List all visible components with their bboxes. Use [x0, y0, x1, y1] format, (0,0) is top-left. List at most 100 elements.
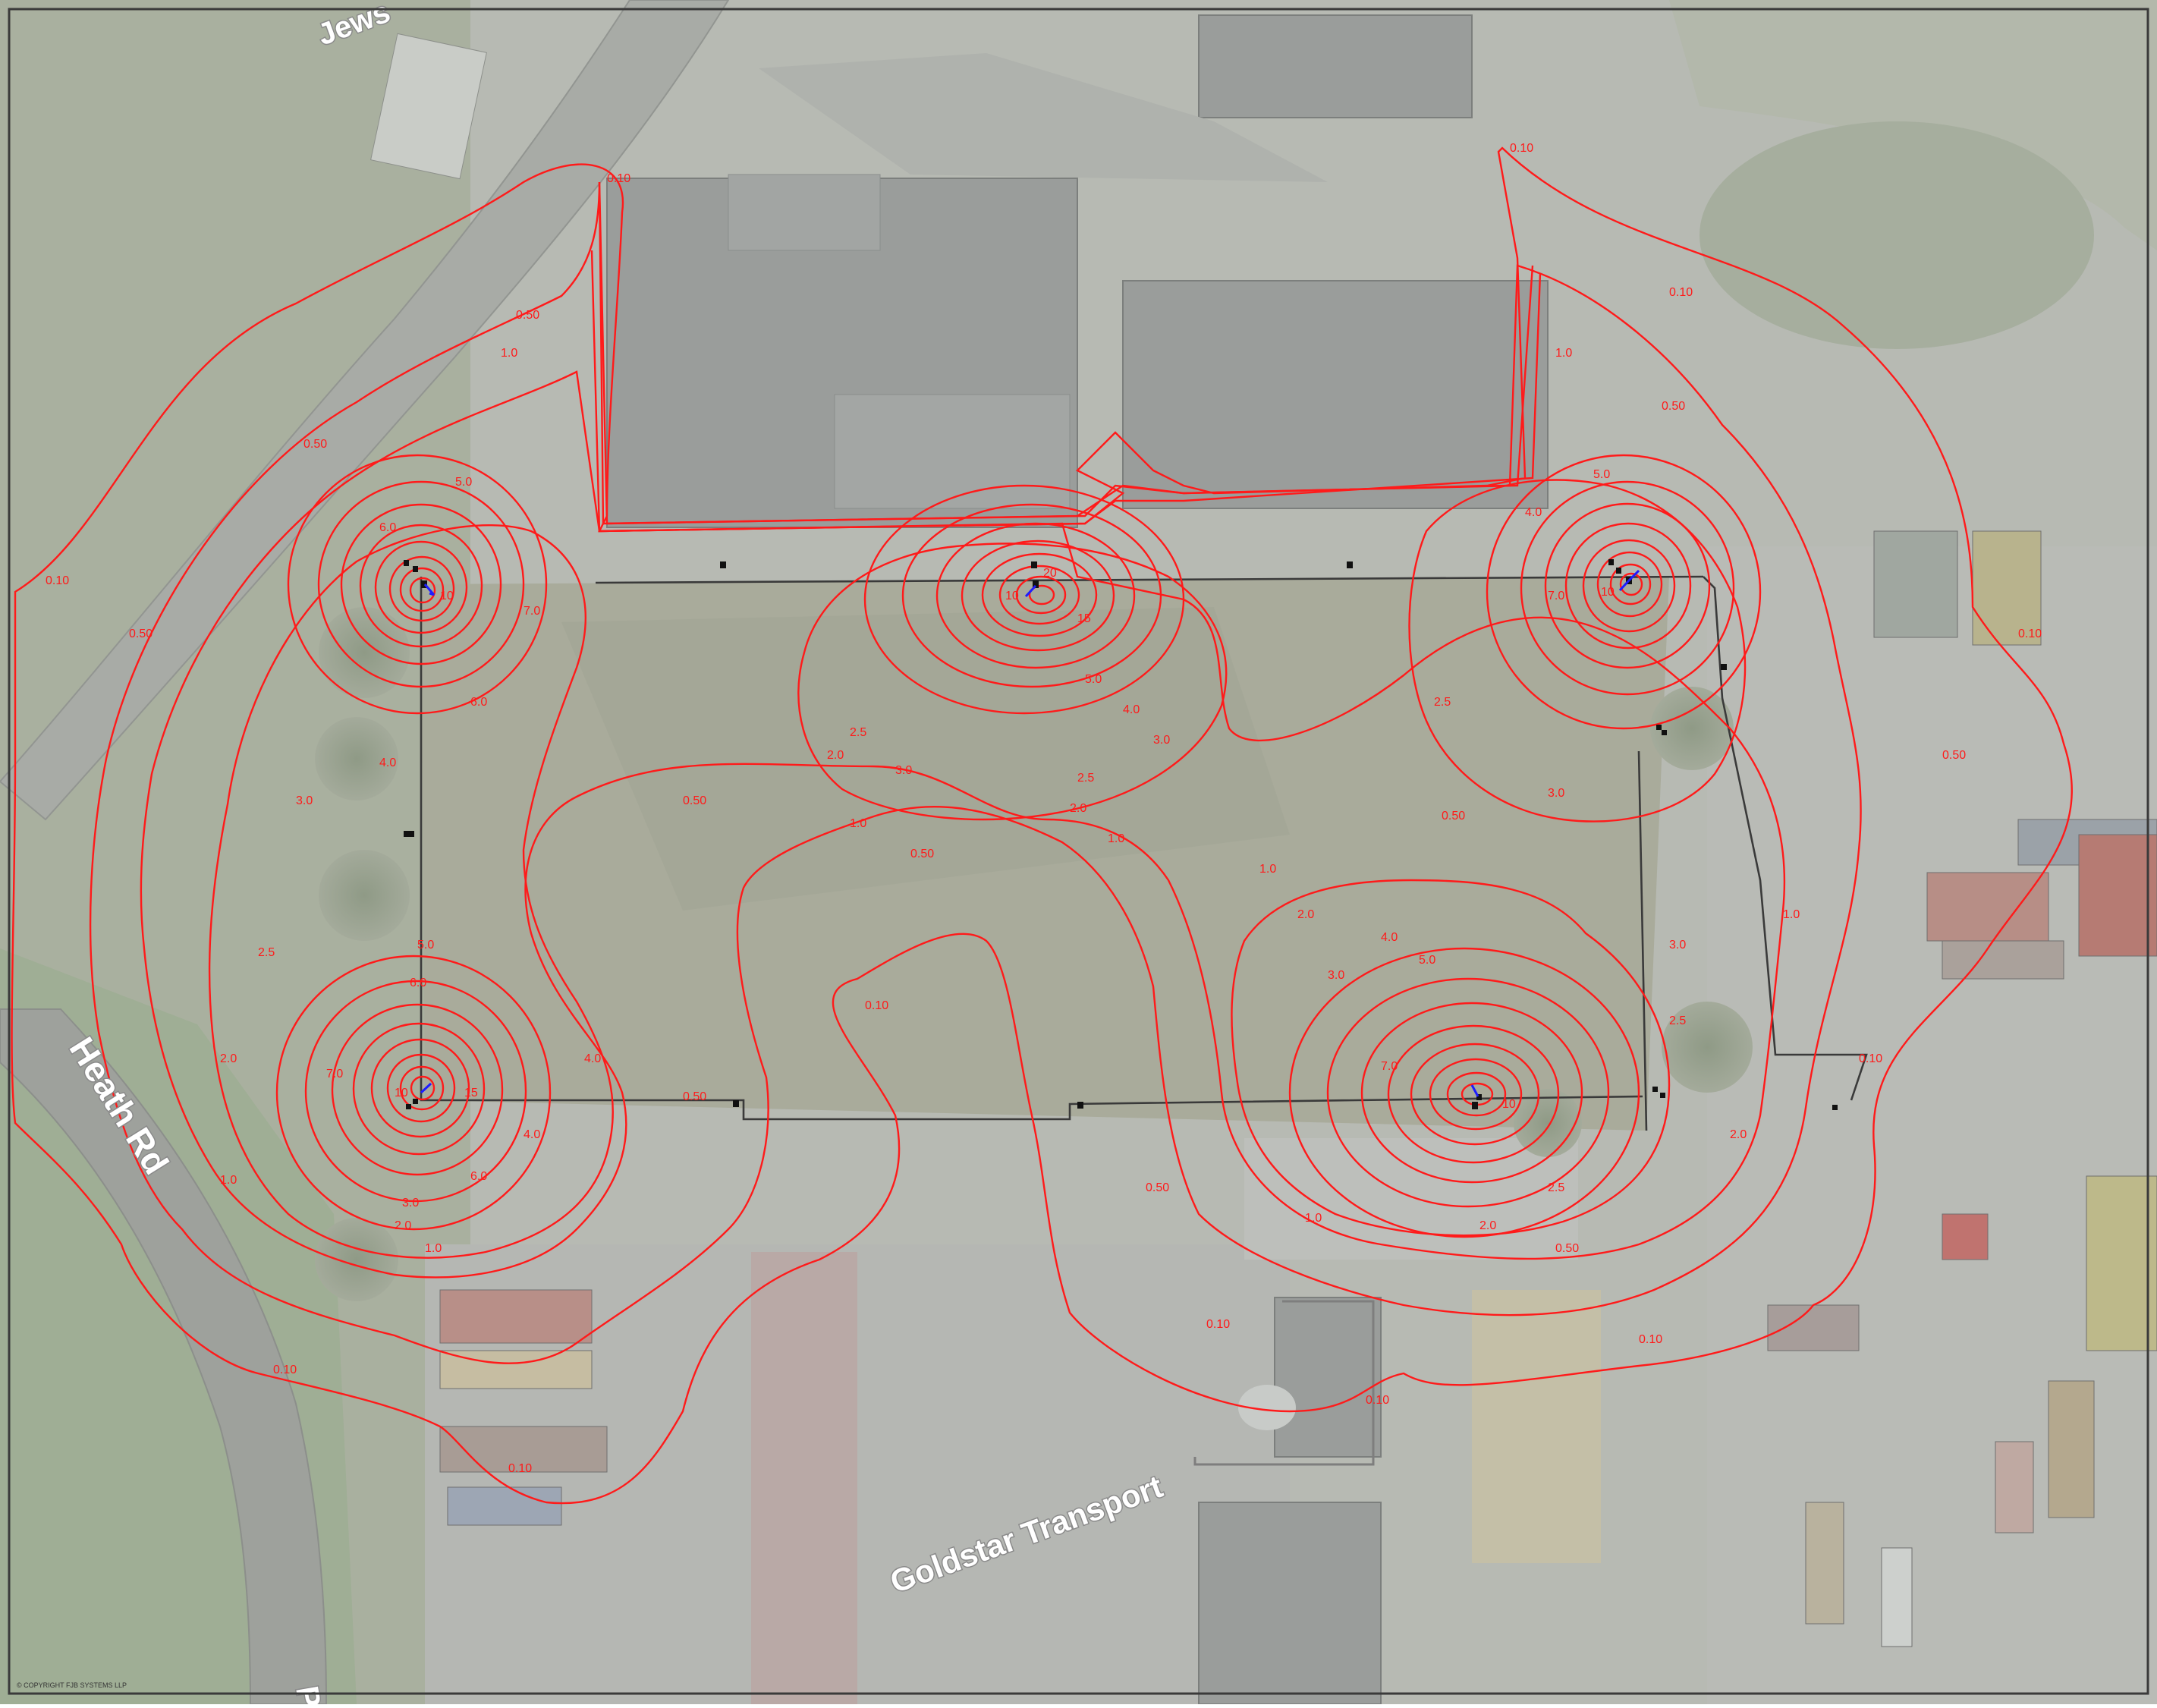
contour-label: 10 [395, 1087, 408, 1099]
contour-label: 3.0 [402, 1197, 419, 1209]
contour-label: 15 [1077, 612, 1091, 625]
contour-label: 2.5 [1434, 696, 1451, 709]
hotspot-south-west [275, 955, 552, 1231]
contour-building-edge-2 [590, 250, 1542, 533]
contour-label: 2.5 [258, 946, 275, 959]
contour-label: 5.0 [1085, 673, 1102, 686]
aiming-arrows [420, 569, 1640, 1097]
contour-label: 1.0 [501, 347, 517, 360]
contour-label: 0.10 [2018, 628, 2042, 640]
contour-label: 2.0 [1479, 1219, 1496, 1232]
contour-label: 4.0 [1525, 506, 1542, 519]
luminaire-poles [404, 559, 1838, 1110]
contour-label: 3.0 [895, 764, 912, 777]
contour-label: 1.0 [1259, 863, 1276, 876]
contour-label: 0.50 [1146, 1181, 1169, 1194]
contour-labels: 0.10 0.10 0.10 0.10 0.10 0.10 0.10 0.10 … [46, 142, 2042, 1475]
contour-label: 6.0 [470, 1170, 487, 1183]
hotspot-south-east [1288, 947, 1640, 1238]
car-park-south [425, 1138, 1601, 1707]
contour-label: 5.0 [417, 939, 434, 952]
contour-label: 6.0 [470, 696, 487, 709]
contour-label: 0.50 [910, 848, 934, 860]
contour-label: 2.0 [220, 1052, 237, 1065]
map-border [8, 8, 2149, 1695]
contour-label: 7.0 [1381, 1060, 1398, 1073]
roof-panels [834, 394, 1071, 509]
small-building [370, 33, 487, 180]
contour-label: 3.0 [1153, 734, 1170, 747]
contour-label: 7.0 [326, 1068, 343, 1080]
building-top [1198, 14, 1473, 118]
contour-label: 7.0 [524, 605, 540, 618]
shed-north [728, 174, 881, 251]
yard-north [759, 53, 1328, 182]
contour-label: 6.0 [379, 521, 396, 534]
contour-label: 0.50 [516, 309, 539, 322]
contour-label: 2.0 [1070, 802, 1086, 815]
contour-label: 0.50 [683, 1090, 706, 1103]
field-rough-area [561, 607, 1290, 911]
contour-label: 0.10 [1639, 1333, 1662, 1346]
contour-label: 4.0 [379, 756, 396, 769]
contour-label: 0.50 [683, 794, 706, 807]
contour-label: 0.50 [1442, 810, 1465, 823]
contour-2.0-west [208, 524, 615, 1259]
contour-building-edge [598, 181, 1534, 525]
contour-label: 10 [1502, 1098, 1516, 1111]
contour-label: 2.0 [1730, 1128, 1747, 1141]
contour-label: 5.0 [1419, 954, 1435, 967]
contour-label: 0.50 [129, 628, 152, 640]
contour-label: 3.0 [1328, 969, 1344, 982]
contour-label: 0.10 [607, 172, 630, 185]
contour-label: 2.5 [1077, 772, 1094, 785]
contour-label: 1.0 [1305, 1212, 1322, 1225]
contour-label: 0.50 [1942, 749, 1966, 762]
warehouse-north-east [1122, 280, 1549, 509]
contour-label: 1.0 [425, 1242, 442, 1255]
contour-label: 0.10 [508, 1462, 532, 1475]
hotspot-north-west [287, 454, 548, 715]
hotspot-north-east [1486, 454, 1762, 730]
contour-label: 1.0 [220, 1174, 237, 1187]
contour-label: 3.0 [1669, 939, 1686, 952]
contour-label: 7.0 [1548, 590, 1564, 602]
hotspot-north-centre [863, 484, 1185, 715]
contour-label: 2.5 [1548, 1181, 1564, 1194]
contour-label: 0.50 [1662, 400, 1685, 413]
contour-label: 0.10 [1510, 142, 1533, 155]
contour-label: 4.0 [584, 1052, 601, 1065]
copyright-text: © COPYRIGHT FJB SYSTEMS LLP [17, 1681, 127, 1689]
contour-label: 10 [1005, 590, 1019, 602]
contour-label: 0.50 [1555, 1242, 1579, 1255]
contour-label: 20 [1043, 567, 1057, 580]
contour-label: 3.0 [1548, 787, 1564, 800]
contour-1.0 [140, 370, 1786, 1279]
contour-label: 4.0 [524, 1128, 540, 1141]
contour-label: 2.0 [1297, 908, 1314, 921]
contour-label: 10 [1601, 586, 1615, 599]
contour-2.0-ne [1408, 479, 1747, 823]
contour-label: 0.10 [865, 999, 888, 1012]
contour-2.0-east [1231, 879, 1671, 1237]
contour-label: 1.0 [1783, 908, 1800, 921]
contour-label: 5.0 [455, 476, 472, 489]
contour-label: 2.0 [395, 1219, 411, 1232]
contour-label: 6.0 [410, 977, 426, 989]
contour-label: 0.10 [1366, 1394, 1389, 1407]
container-yard-east [1707, 530, 2157, 1704]
contour-label: 15 [464, 1087, 478, 1099]
contour-label: 2.0 [827, 749, 844, 762]
contour-label: 1.0 [1108, 832, 1124, 845]
contour-label: 10 [440, 590, 454, 602]
contour-label: 0.10 [1859, 1052, 1882, 1065]
contour-label: 2.5 [850, 726, 866, 739]
contour-label: 0.10 [46, 574, 69, 587]
contour-2.0-centre [797, 543, 1228, 821]
pond-area [1700, 121, 2094, 349]
contour-label: 4.0 [1381, 931, 1398, 944]
contour-label: 3.0 [296, 794, 313, 807]
contour-label: 0.10 [1669, 286, 1693, 299]
